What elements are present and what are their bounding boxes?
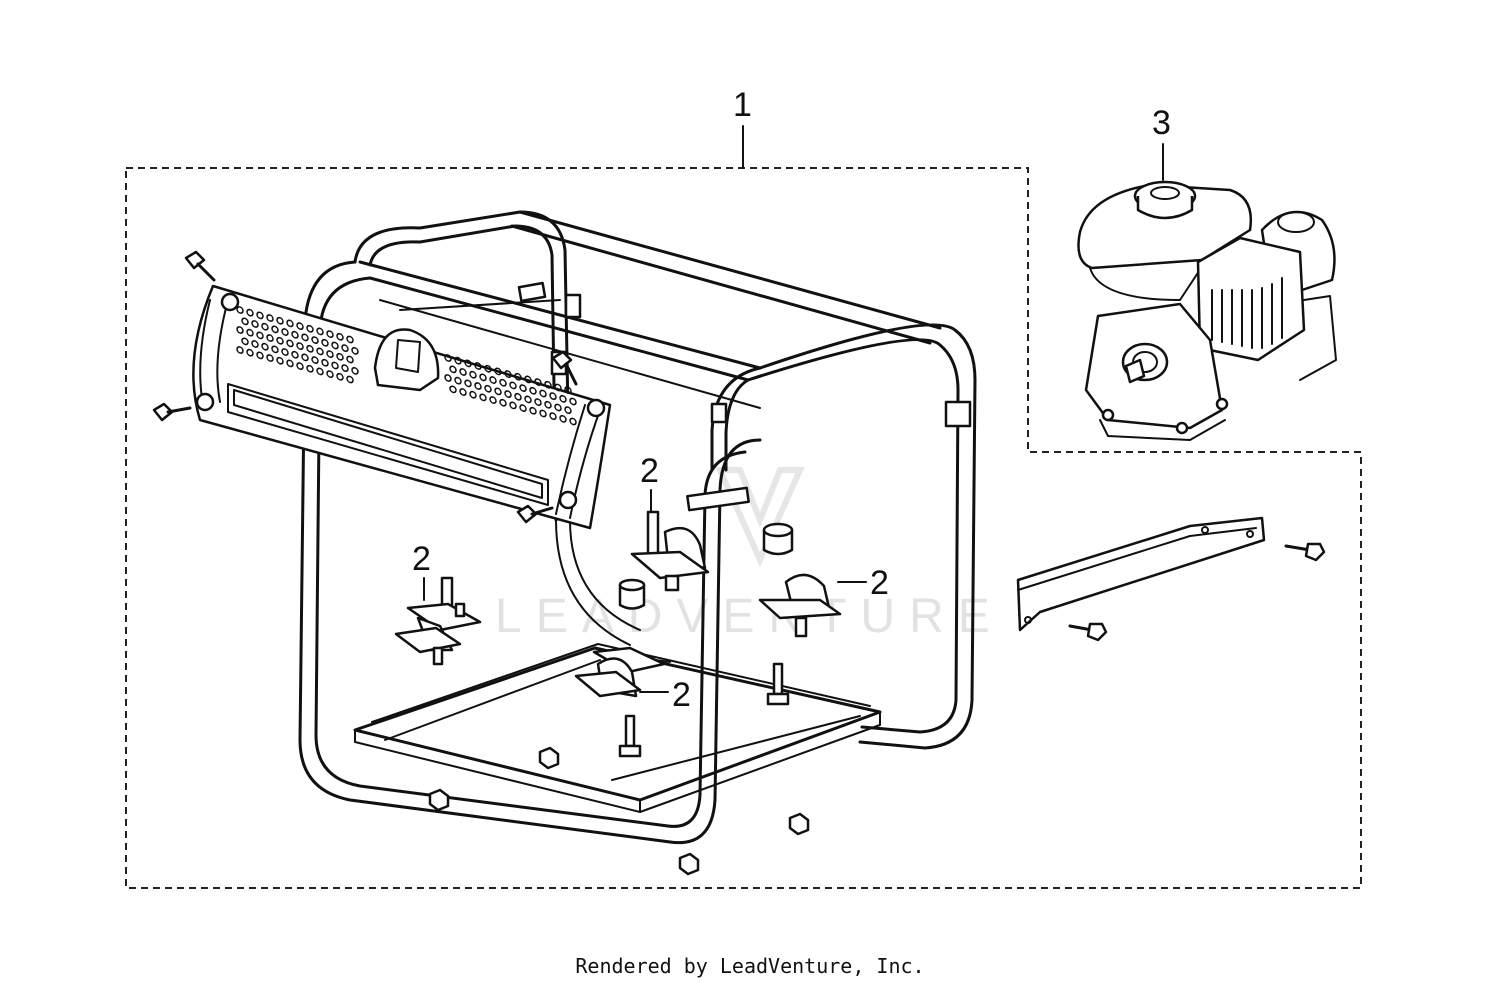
render-credit: Rendered by LeadVenture, Inc. bbox=[575, 954, 925, 978]
callout-1-label: 1 bbox=[733, 86, 752, 124]
isolator-mount-c: 2 bbox=[758, 564, 889, 638]
callout-3-label: 3 bbox=[1152, 104, 1171, 142]
panel-bolts bbox=[152, 250, 578, 524]
bolt-panel-bottom bbox=[516, 504, 554, 524]
callout-engine: 3 bbox=[1152, 104, 1171, 181]
engine-assembly bbox=[1077, 180, 1337, 441]
leadventure-watermark: LEADVENTURE bbox=[495, 467, 1004, 643]
mount-bolts bbox=[618, 662, 790, 758]
bolt-panel-top bbox=[184, 250, 216, 282]
isolator-mount-b: 2 bbox=[630, 452, 710, 592]
bolt-brace-lower bbox=[1068, 622, 1108, 642]
bolt-vertical-2 bbox=[618, 714, 642, 758]
bolt-frame-upper bbox=[551, 350, 578, 386]
callout-2d-label: 2 bbox=[672, 676, 691, 714]
frame-tube bbox=[298, 210, 977, 845]
front-panel bbox=[192, 284, 612, 530]
callout-2c-label: 2 bbox=[870, 564, 889, 602]
isolator-mount-a: 2 bbox=[394, 540, 482, 666]
isolator-mount-d: 2 bbox=[574, 646, 691, 714]
watermark-text: LEADVENTURE bbox=[495, 590, 1004, 643]
side-brace bbox=[1016, 516, 1326, 642]
panel-perforations bbox=[236, 306, 577, 426]
callout-frame: 1 bbox=[733, 86, 752, 169]
spacer-bushings bbox=[618, 522, 794, 610]
engine-grille bbox=[1211, 277, 1283, 349]
bolt-panel-left bbox=[152, 402, 192, 422]
bolt-vertical-1 bbox=[766, 662, 790, 706]
hex-nuts bbox=[428, 746, 810, 876]
callout-2a-label: 2 bbox=[412, 540, 431, 578]
callout-2b-label: 2 bbox=[640, 452, 659, 490]
bolt-brace-right bbox=[1284, 542, 1326, 562]
assembly-boundary bbox=[125, 167, 1362, 889]
